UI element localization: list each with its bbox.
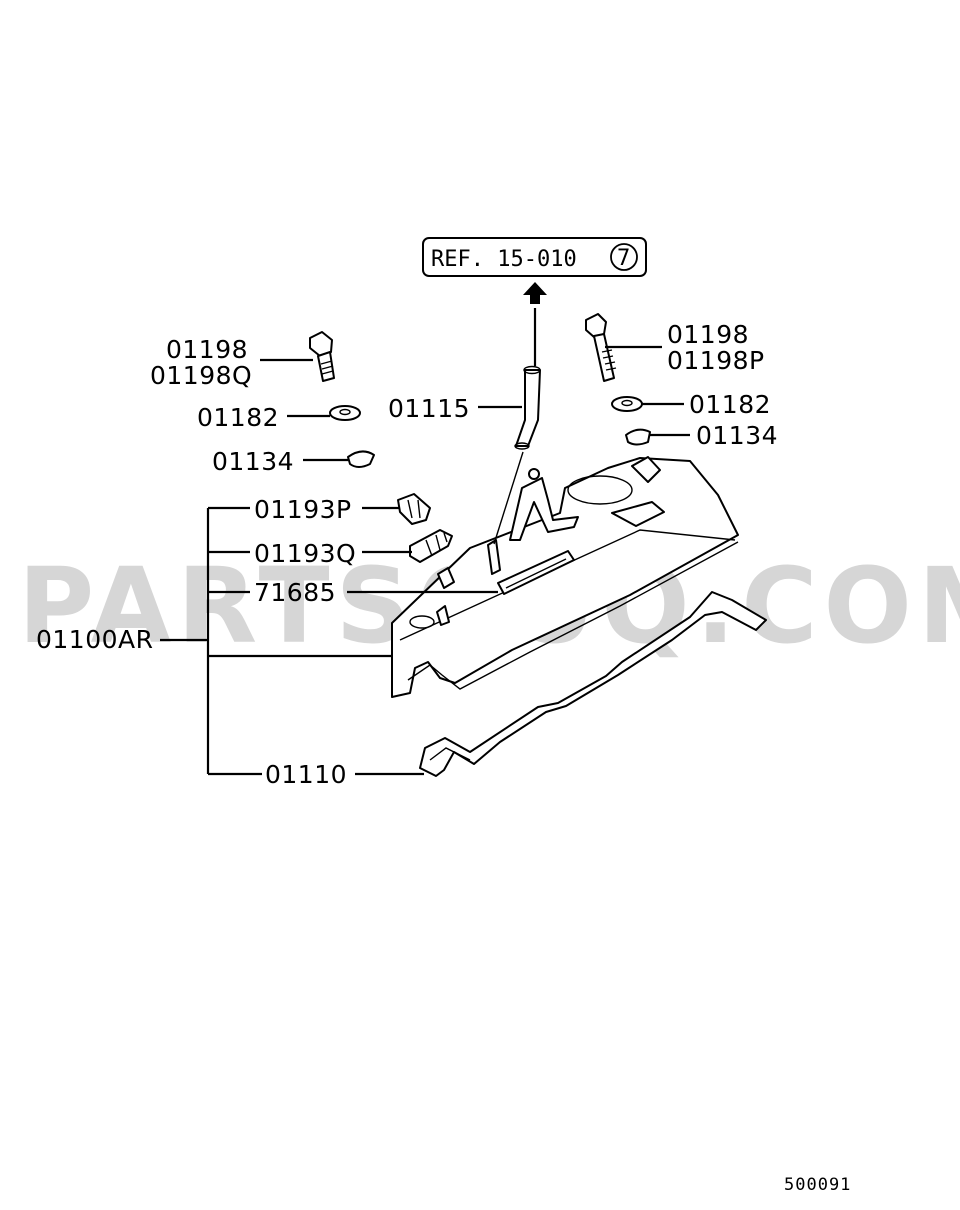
reference-box[interactable]: REF. 15-010 7	[422, 237, 647, 277]
washer-left[interactable]	[329, 405, 361, 421]
reference-circled-number: 7	[617, 246, 630, 271]
label-bolt-left-1[interactable]: 01198	[166, 335, 248, 364]
label-bolt-right-1[interactable]: 01198	[667, 320, 749, 349]
label-grommet-left[interactable]: 01134	[212, 447, 294, 476]
label-clip-q[interactable]: 01193Q	[254, 539, 356, 568]
diagram-code: 500091	[784, 1175, 851, 1195]
clip-p[interactable]	[397, 493, 431, 525]
grommet-left[interactable]	[347, 450, 375, 468]
label-hose[interactable]: 01115	[388, 394, 470, 423]
gasket[interactable]	[419, 591, 767, 777]
bolt-left[interactable]	[309, 331, 335, 382]
label-washer-left[interactable]: 01182	[197, 403, 279, 432]
bolt-right[interactable]	[585, 313, 617, 382]
washer-right[interactable]	[611, 396, 643, 412]
valve-cover[interactable]	[391, 456, 739, 698]
leader-lines	[160, 345, 690, 776]
label-gasket[interactable]: 01110	[265, 760, 347, 789]
label-grommet-right[interactable]: 01134	[696, 421, 778, 450]
label-bolt-right-2[interactable]: 01198P	[667, 346, 765, 375]
circle-marker-icon	[610, 243, 638, 271]
clip-q[interactable]	[409, 529, 453, 563]
grommet-right[interactable]	[625, 428, 651, 446]
up-arrow-icon	[523, 282, 547, 366]
reference-text: REF. 15-010	[431, 247, 577, 272]
label-clip-p[interactable]: 01193P	[254, 495, 352, 524]
label-bolt-left-2[interactable]: 01198Q	[150, 361, 252, 390]
label-plate[interactable]: 71685	[254, 578, 336, 607]
hose[interactable]	[514, 365, 541, 450]
label-cover-assy[interactable]: 01100AR	[36, 625, 154, 654]
label-washer-right[interactable]: 01182	[689, 390, 771, 419]
